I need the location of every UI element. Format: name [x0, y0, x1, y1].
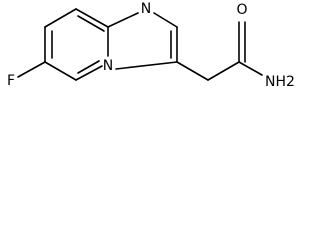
- bond-c8-c7: [44, 8, 77, 28]
- bond-carbonyl-nh2: [238, 61, 263, 76]
- bond-c5-n4: [75, 65, 103, 81]
- bond-c6-f: [17, 61, 46, 78]
- bond-c8a-n1: [107, 12, 139, 28]
- carbonyl-oxygen-label: O: [236, 2, 247, 18]
- imidazole-ring: [107, 12, 178, 70]
- ring-nitrogen-label: N: [141, 1, 151, 17]
- bond-n1-c2: [153, 12, 178, 28]
- acetamide-chain: [176, 21, 263, 81]
- bond-c5-n4-inner: [77, 60, 100, 74]
- bond-ch2-carbonyl: [207, 61, 240, 81]
- chemical-structure: F N N O NH2: [7, 1, 295, 90]
- fluorine-label: F: [7, 73, 15, 89]
- bond-c3-ch2: [176, 61, 209, 81]
- bond-c6-c5: [44, 61, 77, 81]
- bond-c3-n4: [115, 61, 178, 70]
- bridgehead-nitrogen-label: N: [103, 58, 113, 74]
- bond-c8a-c8: [75, 8, 109, 28]
- pyridine-ring: [44, 8, 109, 81]
- amide-nh2-label: NH2: [265, 74, 295, 90]
- bond-c8-c8a-inner: [77, 15, 105, 32]
